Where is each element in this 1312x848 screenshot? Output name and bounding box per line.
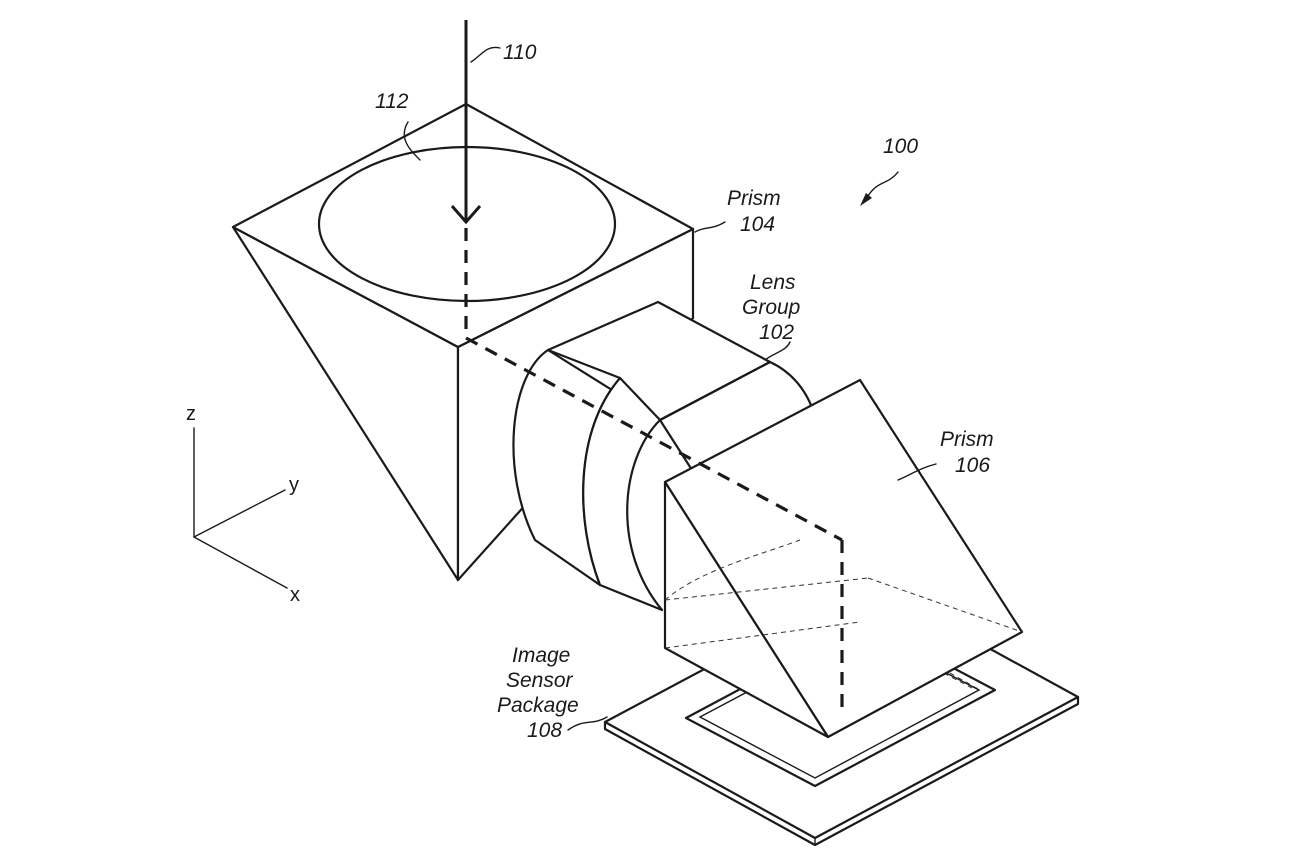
label-lens-line1: Lens [750,271,796,294]
label-112: 112 [375,90,409,113]
axis-triad: z y x [186,403,300,606]
prism-106-side-face [663,480,830,739]
label-prism-104-num: 104 [740,213,775,236]
label-sensor-line3: Package [497,694,579,717]
prism-106 [663,378,1024,739]
label-prism-106-name: Prism [940,428,994,451]
axis-z-label: z [186,403,196,425]
label-sensor-num: 108 [527,719,562,742]
label-lens-num: 102 [759,321,794,344]
reference-labels: 110 112 100 Prism 104 Lens Group 102 Pri… [375,41,994,742]
label-prism-106-num: 106 [955,454,990,477]
ref-100-arrow-icon [860,193,872,206]
label-lens-line2: Group [742,296,800,319]
label-sensor-line1: Image [512,644,570,667]
optical-path-110 [450,20,844,710]
prism-104-top-face [231,102,695,349]
label-100: 100 [883,135,918,158]
leader-lines [403,46,937,731]
axis-y-label: y [289,474,299,496]
label-sensor-line2: Sensor [506,669,574,692]
label-prism-104-name: Prism [727,187,781,210]
axis-x-label: x [290,584,300,606]
arrowhead-icon [450,205,482,225]
label-110: 110 [503,41,537,64]
